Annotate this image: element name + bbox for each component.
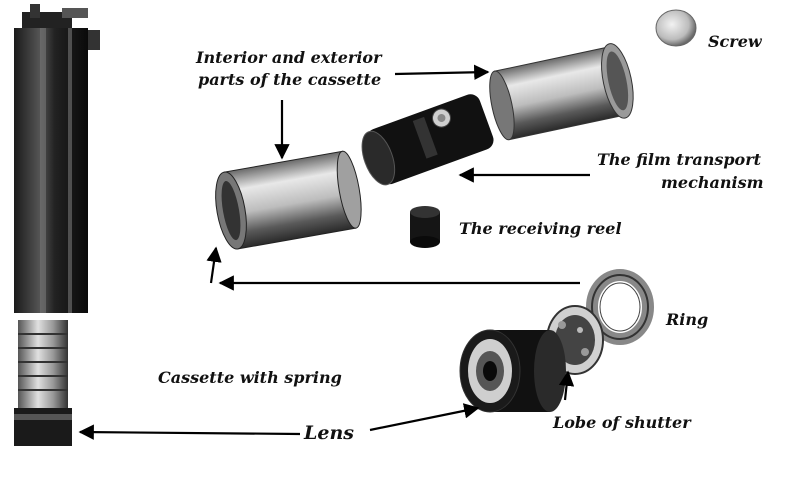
label-receiving-reel: The receiving reel: [459, 219, 622, 238]
lens-illustration: [459, 329, 566, 413]
receiving-reel-illustration: [410, 206, 440, 248]
arrow-to-camera-lens: [78, 424, 301, 440]
arrow-to-exterior-cassette: [394, 64, 490, 80]
arrow-up-to-cassette: [206, 246, 222, 284]
interior-cassette-illustration: [215, 150, 362, 250]
exterior-cassette-illustration: [489, 43, 634, 141]
arrow-to-lens: [369, 403, 480, 432]
screw-illustration: [655, 9, 697, 47]
label-ring: Ring: [666, 310, 709, 329]
label-interior-exterior-line1: Interior and exterior: [196, 48, 382, 67]
label-lobe-of-shutter: Lobe of shutter: [553, 413, 691, 432]
label-lens: Lens: [304, 422, 354, 444]
camera-body-illustration: [14, 4, 100, 446]
ring-illustration: [586, 269, 654, 345]
arrow-to-shutter-lobe: [558, 370, 575, 401]
pointer-arrows: [78, 64, 590, 440]
label-interior-exterior-line2: parts of the cassette: [198, 70, 382, 89]
label-film-transport-line2: mechanism: [661, 173, 764, 192]
film-transport-illustration: [361, 94, 494, 186]
label-screw: Screw: [708, 32, 762, 51]
label-film-transport-line1: The film transport: [597, 150, 762, 169]
label-cassette-with-spring: Cassette with spring: [158, 368, 342, 387]
